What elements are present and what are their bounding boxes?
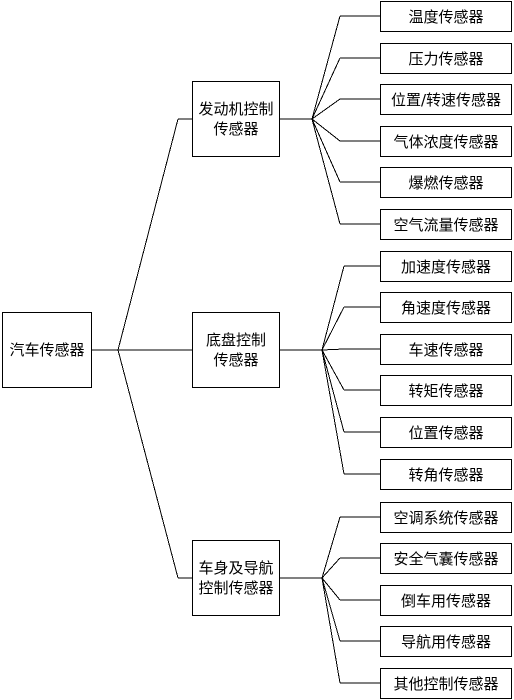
leaf-node: 气体浓度传感器 (380, 126, 512, 157)
leaf-label: 其他控制传感器 (393, 674, 499, 693)
leaf-label: 位置传感器 (408, 423, 484, 442)
root-node: 汽车传感器 (2, 312, 92, 388)
leaf-label: 转矩传感器 (408, 381, 484, 400)
connector-group-0-leaf-3 (311, 118, 341, 142)
leaf-node: 转角传感器 (380, 459, 512, 490)
leaf-label: 空气流量传感器 (393, 215, 499, 234)
leaf-node: 车速传感器 (380, 334, 512, 365)
leaf-node: 位置传感器 (380, 417, 512, 448)
leaf-label: 转角传感器 (408, 465, 484, 484)
leaf-node: 空调系统传感器 (380, 502, 512, 533)
connector-group-2-leaf-2 (321, 577, 341, 601)
connector-root-to-group-0 (117, 118, 179, 351)
connector-group-2-leaf-1 (321, 557, 341, 579)
leaf-node: 爆燃传感器 (380, 167, 512, 198)
connector-group-0-leaf-0 (311, 15, 341, 120)
leaf-node: 空气流量传感器 (380, 209, 512, 240)
connector-group-0-leaf-5 (311, 118, 341, 225)
leaf-label: 安全气囊传感器 (393, 549, 499, 568)
connector-group-2-leaf-4 (321, 577, 341, 684)
connector-root-to-group-2 (117, 349, 179, 579)
leaf-label: 加速度传感器 (400, 257, 491, 276)
group-label: 车身及导航 控制传感器 (198, 559, 274, 597)
connector-group-1-leaf-1 (321, 306, 345, 351)
leaf-node: 温度传感器 (380, 1, 512, 32)
connector-group-0-leaf-2 (311, 98, 341, 120)
leaf-label: 气体浓度传感器 (393, 132, 499, 151)
connector-group-0-leaf-1 (311, 57, 341, 120)
connector-group-1-leaf-5 (321, 349, 345, 475)
leaf-node: 安全气囊传感器 (380, 543, 512, 574)
group-label: 底盘控制 传感器 (205, 331, 266, 369)
connector-group-1-leaf-0 (321, 265, 345, 351)
leaf-node: 倒车用传感器 (380, 585, 512, 616)
connector-group-0-leaf-4 (311, 118, 341, 183)
leaf-label: 位置/转速传感器 (390, 90, 502, 109)
leaf-label: 压力传感器 (408, 49, 484, 68)
leaf-label: 爆燃传感器 (408, 173, 484, 192)
group-label: 发动机控制 传感器 (198, 100, 274, 138)
leaf-node: 导航用传感器 (380, 626, 512, 657)
leaf-label: 温度传感器 (408, 7, 484, 26)
leaf-node: 其他控制传感器 (380, 668, 512, 699)
leaf-label: 车速传感器 (408, 340, 484, 359)
leaf-node: 位置/转速传感器 (380, 84, 512, 115)
leaf-label: 角速度传感器 (400, 298, 491, 317)
connector-group-2-leaf-0 (321, 516, 341, 579)
leaf-node: 转矩传感器 (380, 375, 512, 406)
group-node-body-navigation: 车身及导航 控制传感器 (192, 540, 280, 616)
leaf-node: 角速度传感器 (380, 292, 512, 323)
leaf-label: 空调系统传感器 (393, 508, 499, 527)
group-node-chassis: 底盘控制 传感器 (192, 312, 280, 388)
connector-group-1-leaf-2 (321, 348, 345, 351)
connector-group-1-leaf-4 (321, 349, 345, 433)
connector-group-2-leaf-3 (321, 577, 341, 642)
leaf-label: 导航用传感器 (400, 632, 491, 651)
leaf-node: 压力传感器 (380, 43, 512, 74)
root-label: 汽车传感器 (9, 341, 85, 359)
connector-group-1-leaf-3 (321, 349, 345, 391)
leaf-label: 倒车用传感器 (400, 591, 491, 610)
group-node-engine: 发动机控制 传感器 (192, 81, 280, 157)
leaf-node: 加速度传感器 (380, 251, 512, 282)
